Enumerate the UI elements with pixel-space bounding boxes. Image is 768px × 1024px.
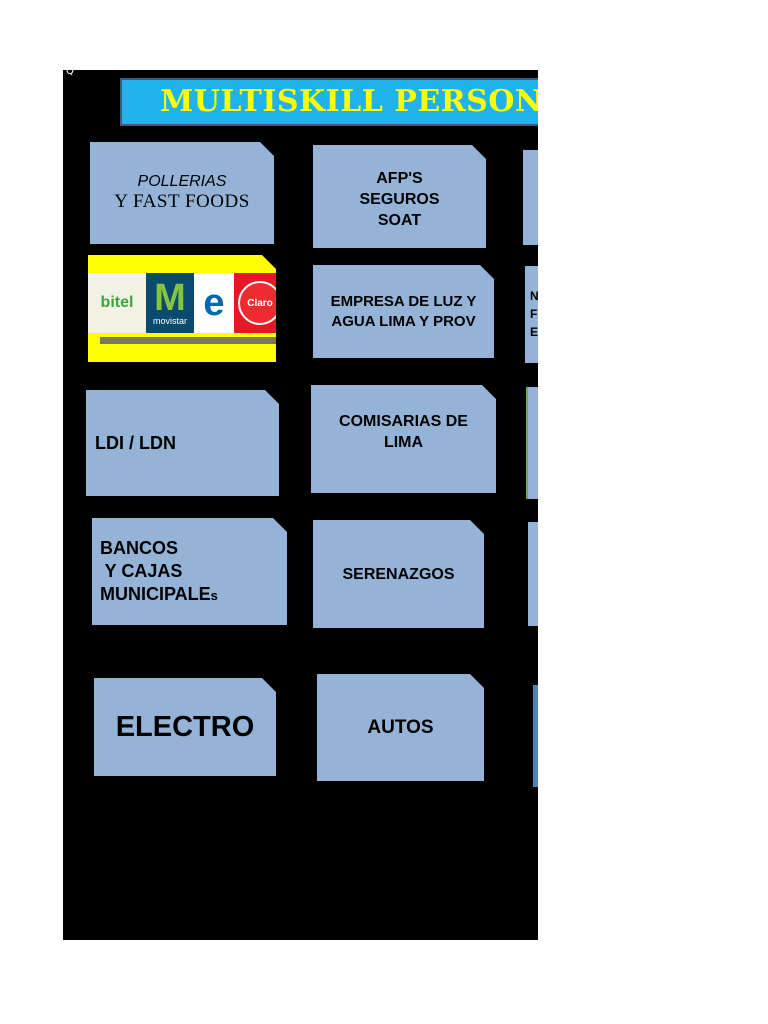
movistar-logo: M movistar bbox=[146, 273, 194, 333]
tile-autos[interactable]: AUTOS bbox=[317, 674, 484, 781]
telco-underline-strip bbox=[100, 337, 286, 344]
luz-line1: EMPRESA DE LUZ Y bbox=[330, 292, 477, 310]
electro-label: ELECTRO bbox=[115, 710, 255, 743]
bitel-logo: bitel bbox=[88, 273, 146, 333]
ldi-ldn-label: LDI / LDN bbox=[95, 432, 176, 453]
mex-logo: e bbox=[194, 273, 234, 333]
bitel-logo-text: bitel bbox=[100, 294, 134, 311]
movistar-logo-text: movistar bbox=[152, 316, 187, 326]
tile-pollerias[interactable]: POLLERIAS Y FAST FOODS bbox=[90, 142, 274, 244]
pollerias-line2: Y FAST FOODS bbox=[114, 191, 250, 212]
tile-empresa-luz-agua[interactable]: EMPRESA DE LUZ Y AGUA LIMA Y PROV bbox=[313, 265, 494, 358]
claro-logo-text: Claro bbox=[247, 297, 273, 309]
tile-comisarias[interactable]: COMISARIAS DE LIMA bbox=[311, 385, 496, 493]
afp-line1: AFP'S bbox=[376, 170, 423, 187]
tile-partial-row5[interactable] bbox=[533, 685, 538, 787]
tile-partial-row2[interactable]: N F E bbox=[525, 266, 538, 363]
autos-label: AUTOS bbox=[367, 717, 434, 738]
comisarias-line1: COMISARIAS DE bbox=[339, 413, 468, 430]
partial-line3: E bbox=[530, 325, 538, 339]
banner-title: MULTISKILL PERSONAL bbox=[160, 84, 538, 119]
multiskill-board: Q MULTISKILL PERSONAL POLLERIAS Y FAST F… bbox=[63, 70, 538, 940]
partial-line1: N bbox=[530, 289, 538, 303]
partial-line2: F bbox=[530, 307, 538, 321]
movistar-mark: M bbox=[154, 277, 186, 319]
tile-partial-row1[interactable] bbox=[523, 150, 538, 245]
serenazgos-label: SERENAZGOS bbox=[342, 565, 455, 583]
telco-logos: bitel M movistar e Claro bbox=[88, 273, 286, 333]
bancos-line1: BANCOS bbox=[100, 538, 179, 558]
tile-ldi-ldn[interactable]: LDI / LDN bbox=[86, 390, 279, 496]
claro-logo: Claro bbox=[234, 273, 286, 333]
title-banner: MULTISKILL PERSONAL bbox=[120, 78, 538, 126]
afp-line2: SEGUROS bbox=[359, 191, 440, 208]
mex-mark: e bbox=[203, 281, 225, 324]
tile-serenazgos[interactable]: SERENAZGOS bbox=[313, 520, 484, 628]
bancos-line3-small: s bbox=[210, 588, 218, 603]
pollerias-line1: POLLERIAS bbox=[137, 173, 227, 190]
bancos-line2: Y CAJAS bbox=[100, 561, 183, 581]
tile-electro[interactable]: ELECTRO bbox=[94, 678, 276, 776]
comisarias-line2: LIMA bbox=[383, 434, 424, 451]
tile-afp[interactable]: AFP'S SEGUROS SOAT bbox=[313, 145, 486, 248]
corner-mark: Q bbox=[66, 70, 74, 77]
tile-partial-row4[interactable] bbox=[528, 522, 538, 626]
bancos-line3: MUNICIPALEs bbox=[100, 583, 218, 607]
bancos-line3-main: MUNICIPALE bbox=[100, 584, 211, 604]
claro-circle-icon: Claro bbox=[238, 281, 282, 325]
afp-line3: SOAT bbox=[377, 212, 422, 229]
luz-line2: AGUA LIMA Y PROV bbox=[331, 312, 476, 330]
tile-bancos-cajas[interactable]: BANCOS Y CAJAS MUNICIPALEs bbox=[92, 518, 287, 625]
tile-partial-row3[interactable] bbox=[526, 387, 538, 499]
tile-telco-operators[interactable]: bitel M movistar e Claro bbox=[88, 255, 276, 362]
